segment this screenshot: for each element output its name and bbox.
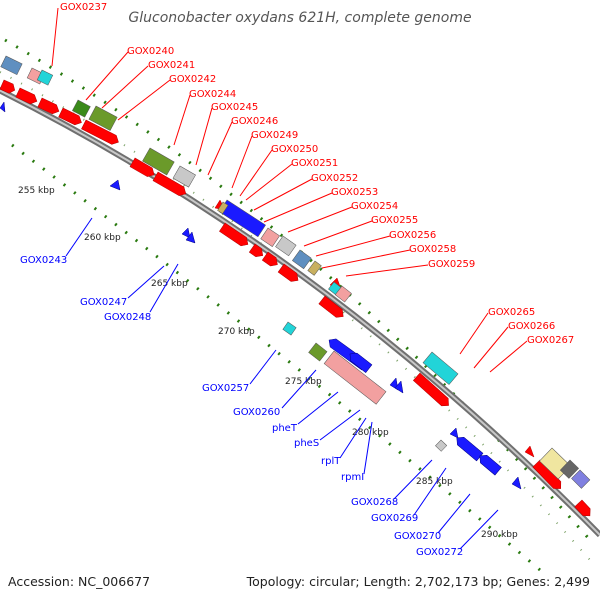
gene-label: GOX0259 (428, 259, 475, 270)
gene-label: GOX0249 (251, 130, 298, 141)
gene-label: GOX0244 (189, 89, 236, 100)
gene-label: GOX0270 (394, 531, 441, 542)
genome-summary-text: Topology: circular; Length: 2,702,173 bp… (246, 574, 590, 589)
gene-label: GOX0260 (233, 407, 280, 418)
tick-tracks (4, 38, 592, 572)
gene-label: GOX0247 (80, 297, 127, 308)
gene-label: GOX0254 (351, 201, 398, 212)
gene-label: GOX0253 (331, 187, 378, 198)
forward-leader-lines (51, 7, 528, 373)
accession-text: Accession: NC_006677 (8, 574, 151, 589)
gene-label: GOX0257 (202, 383, 249, 394)
scale-label: 285 kbp (416, 477, 453, 487)
scale-label: 260 kbp (84, 233, 121, 243)
reverse-cds-track (0, 101, 522, 490)
gene-label: GOX0255 (371, 215, 418, 226)
reverse-gene-labels: GOX0243 GOX0247 GOX0248 GOX0257 GOX0260 … (20, 255, 463, 558)
gene-label: GOX0243 (20, 255, 67, 266)
gene-label: GOX0272 (416, 547, 463, 558)
gene-label: rplT (321, 456, 341, 467)
gene-label: GOX0242 (169, 74, 216, 85)
scale-label: 275 kbp (285, 377, 322, 387)
cog-track (0, 55, 591, 489)
gene-label: pheS (294, 438, 319, 449)
gene-label: GOX0258 (409, 244, 456, 255)
gene-label: GOX0245 (211, 102, 258, 113)
gene-label: rpmI (341, 472, 364, 483)
map-title: Gluconobacter oxydans 621H, complete gen… (128, 10, 472, 26)
gene-label: GOX0265 (488, 307, 535, 318)
scale-label: 270 kbp (218, 327, 255, 337)
scale-label: 265 kbp (151, 279, 188, 289)
genome-backbone (0, 87, 600, 538)
gene-label: GOX0256 (389, 230, 436, 241)
gene-label: GOX0252 (311, 173, 358, 184)
gene-label: GOX0237 (60, 2, 107, 13)
gene-label: GOX0248 (104, 312, 151, 323)
gene-label: GOX0241 (148, 60, 195, 71)
gene-label: GOX0250 (271, 144, 318, 155)
gene-label: GOX0246 (231, 116, 278, 127)
reverse-leader-lines (65, 217, 499, 550)
gene-label: GOX0251 (291, 158, 338, 169)
scale-label: 255 kbp (18, 186, 55, 196)
gene-label: GOX0267 (527, 335, 574, 346)
forward-gene-labels: GOX0237 GOX0240 GOX0241 GOX0242 GOX0244 … (60, 2, 574, 346)
gene-label: GOX0266 (508, 321, 555, 332)
gene-label: GOX0240 (127, 46, 174, 57)
gene-label: pheT (272, 423, 298, 434)
gene-label: GOX0269 (371, 513, 418, 524)
scale-label: 290 kbp (481, 530, 518, 540)
gene-label: GOX0268 (351, 497, 398, 508)
